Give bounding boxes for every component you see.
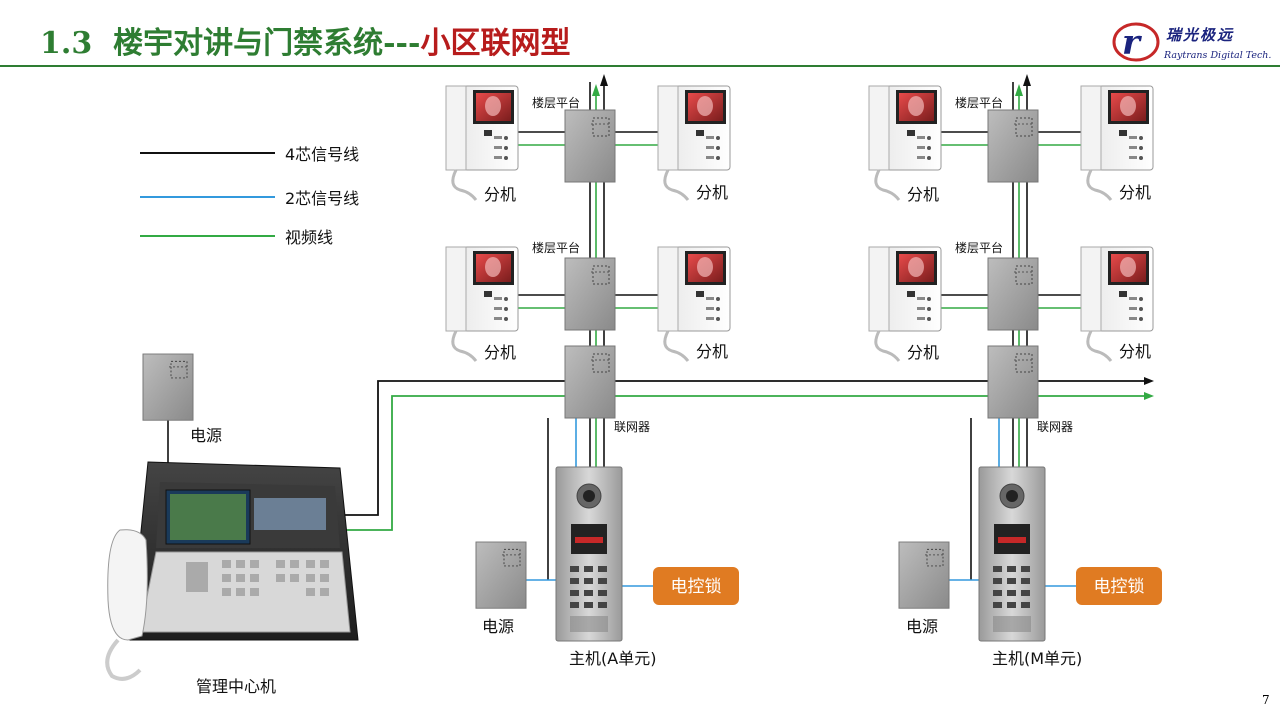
label-extension: 分机 — [696, 183, 728, 202]
door-host-panel-m — [978, 466, 1046, 642]
management-center-console — [105, 461, 359, 681]
label-extension: 分机 — [1119, 342, 1151, 361]
label-extension: 分机 — [907, 185, 939, 204]
host-aux-wires — [167, 420, 1078, 587]
page-number: 7 — [1262, 693, 1270, 707]
svg-text:r: r — [1122, 23, 1142, 63]
label-lock: 电控锁 — [671, 577, 722, 597]
power-supply-box — [475, 541, 527, 609]
legend-4core: 4芯信号线 — [285, 145, 359, 164]
electric-lock-badge — [1076, 567, 1162, 605]
label-extension: 分机 — [907, 343, 939, 362]
title-highlight: 小区联网型 — [420, 26, 571, 61]
network-unit-box — [564, 345, 616, 419]
label-lock: 电控锁 — [1094, 577, 1145, 597]
company-logo-icon: r — [1112, 22, 1160, 63]
label-power: 电源 — [482, 617, 514, 636]
floor-platform-box — [987, 257, 1039, 331]
label-power: 电源 — [190, 426, 222, 445]
logo-chinese: 瑞光极远 — [1166, 26, 1235, 44]
label-extension: 分机 — [696, 342, 728, 361]
electric-lock-badge — [653, 567, 739, 605]
label-extension: 分机 — [484, 343, 516, 362]
legend: 4芯信号线 2芯信号线 视频线 — [140, 145, 359, 247]
label-center: 管理中心机 — [196, 677, 276, 696]
network-unit-box — [987, 345, 1039, 419]
label-host-m: 主机(M单元) — [992, 649, 1082, 668]
label-extension: 分机 — [1119, 183, 1151, 202]
label-extension: 分机 — [484, 185, 516, 204]
label-network-unit: 联网器 — [614, 420, 650, 434]
label-floor-platform: 楼层平台 — [955, 240, 1003, 255]
label-host-a: 主机(A单元) — [569, 649, 656, 668]
label-floor-platform: 楼层平台 — [532, 95, 580, 110]
legend-video: 视频线 — [285, 228, 333, 247]
slide-title: 1.3 楼宇对讲与门禁系统---小区联网型 — [40, 18, 570, 62]
floor-platform-box — [564, 109, 616, 183]
power-supply-box — [898, 541, 950, 609]
title-number: 1.3 — [40, 26, 93, 61]
title-main: 楼宇对讲与门禁系统--- — [113, 26, 421, 61]
label-network-unit: 联网器 — [1037, 420, 1073, 434]
extension-phone-icon — [867, 84, 943, 202]
backbone-wires — [345, 377, 1154, 531]
power-supply-box — [142, 353, 194, 421]
logo-english: Raytrans Digital Tech. — [1164, 50, 1272, 61]
label-floor-platform: 楼层平台 — [955, 95, 1003, 110]
label-power: 电源 — [906, 617, 938, 636]
extension-phone-icon — [444, 84, 520, 202]
legend-2core: 2芯信号线 — [285, 189, 359, 208]
floor-platform-box — [987, 109, 1039, 183]
title-rule — [0, 65, 1280, 67]
door-host-panel-a — [555, 466, 623, 642]
label-floor-platform: 楼层平台 — [532, 240, 580, 255]
floor-platform-box — [564, 257, 616, 331]
